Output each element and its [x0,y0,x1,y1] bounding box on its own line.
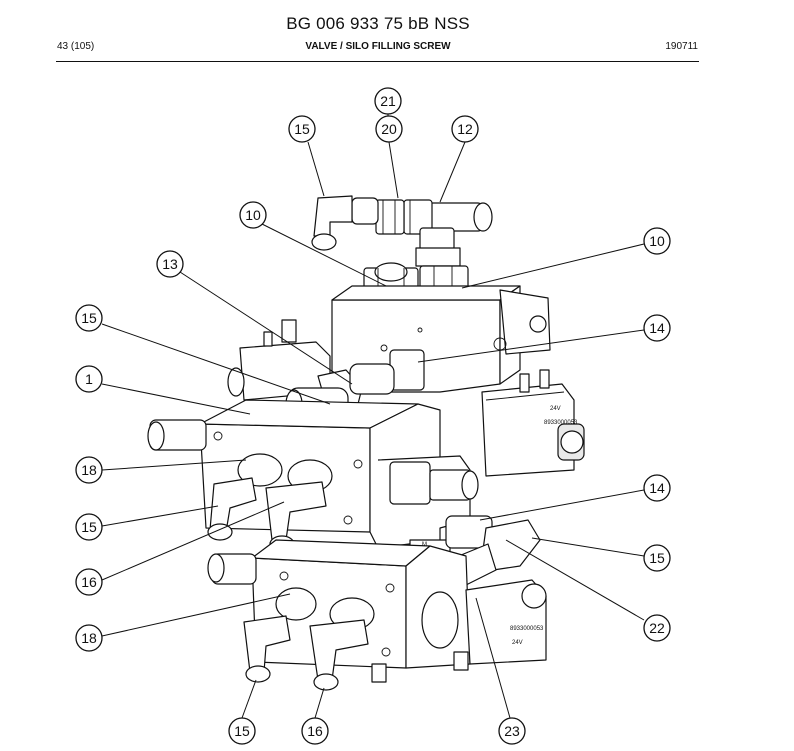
document-title: BG 006 933 75 bB NSS [286,14,470,33]
callout-15-top: 15 [288,115,316,143]
svg-text:15: 15 [649,550,665,566]
svg-text:15: 15 [234,723,250,739]
callout-15-mid-left: 15 [75,513,103,541]
svg-text:16: 16 [307,723,323,739]
callout-16-bottom: 16 [301,717,329,745]
svg-text:20: 20 [381,121,397,137]
lower-right-coil: 8933000053 24V [421,579,547,665]
lower-coil-code: 8933000053 [510,626,544,632]
main-block-fittings: M [207,453,479,553]
callout-14-upper: 14 [643,314,671,342]
callout-22: 22 [643,614,671,642]
document-date: 190711 [665,41,698,52]
middle-elbows [285,349,425,419]
lower-coil-voltage: 24V [512,640,523,646]
callout-10-left: 10 [239,201,267,229]
callout-15-right: 15 [643,544,671,572]
upper-coil-code: 8933000053 [544,420,578,426]
callout-20: 20 [375,115,403,143]
svg-text:23: 23 [504,723,520,739]
callout-23: 23 [498,717,526,745]
svg-text:22: 22 [649,620,665,636]
callout-21: 21 [374,87,402,115]
callout-15-bottom: 15 [228,717,256,745]
upper-left-solenoid [227,319,331,401]
svg-text:18: 18 [81,462,97,478]
callout-16-left: 16 [75,568,103,596]
callout-14-lower: 14 [643,474,671,502]
marking-m: M [422,542,427,548]
callout-18-lower: 18 [75,624,103,652]
callout-18-upper: 18 [75,456,103,484]
callout-13: 13 [156,250,184,278]
callout-12: 12 [451,115,479,143]
svg-text:10: 10 [649,233,665,249]
svg-text:12: 12 [457,121,473,137]
upper-right-coil: 24V 8933000053 [481,369,585,477]
svg-text:21: 21 [380,93,396,109]
svg-text:1: 1 [85,371,93,387]
svg-text:18: 18 [81,630,97,646]
svg-text:10: 10 [245,207,261,223]
svg-text:14: 14 [649,480,665,496]
nut-fittings [363,262,469,291]
callout-1: 1 [75,365,103,393]
top-tee-fitting [311,195,493,267]
callout-10-right: 10 [643,227,671,255]
svg-text:15: 15 [294,121,310,137]
svg-text:13: 13 [162,256,178,272]
section-title: VALVE / SILO FILLING SCREW [305,41,451,52]
lower-block-fittings [243,587,375,691]
leader-lines [101,114,645,719]
svg-text:16: 16 [81,574,97,590]
header-rule [56,61,699,62]
callout-15-upper-left: 15 [75,304,103,332]
svg-text:15: 15 [81,310,97,326]
svg-text:15: 15 [81,519,97,535]
upper-coil-voltage: 24V [550,406,561,412]
page-number: 43 (105) [57,41,95,52]
svg-text:14: 14 [649,320,665,336]
